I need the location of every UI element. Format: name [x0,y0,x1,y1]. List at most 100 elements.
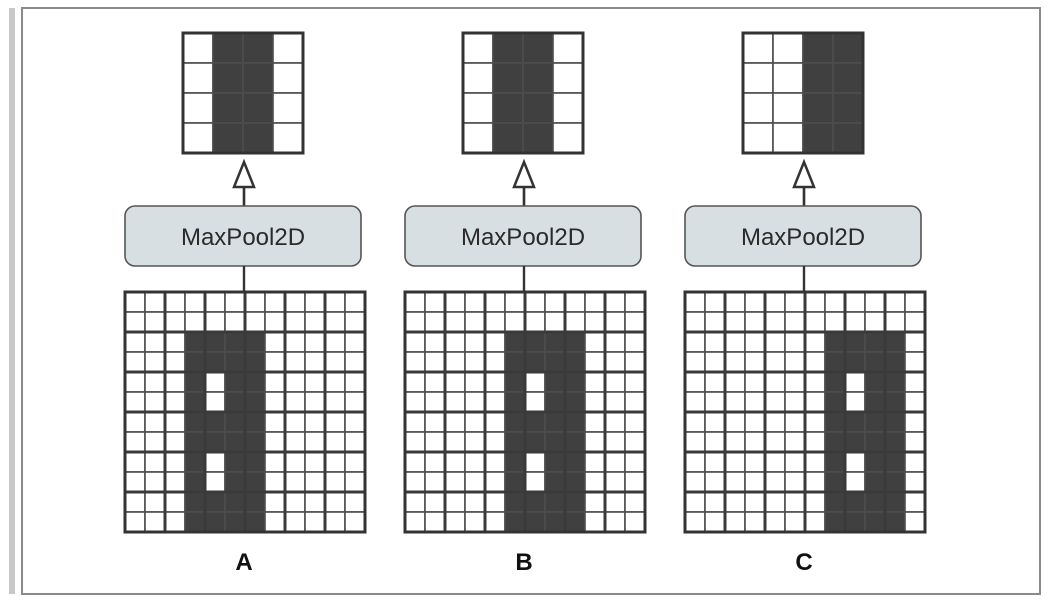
input-cell-b-r2-c0 [404,331,426,353]
input-cell-a-r11-c8 [284,511,306,533]
input-cell-a-r2-c8 [284,331,306,353]
input-cell-a-r2-c11 [344,331,366,353]
input-cell-c-r8-c6 [804,451,826,473]
output-cell-a-r2-c3 [272,92,304,124]
input-cell-a-r7-c10 [324,431,346,453]
input-cell-a-r0-c8 [284,291,306,313]
input-cell-a-r4-c4 [204,371,226,393]
input-cell-c-r10-c1 [704,491,726,513]
input-cell-a-r10-c5 [224,491,246,513]
input-cell-a-r10-c2 [164,491,186,513]
output-cell-a-r0-c1 [212,32,244,64]
input-cell-c-r3-c8 [844,351,866,373]
input-cell-b-r4-c11 [624,371,646,393]
input-grid-c [683,290,927,534]
input-cell-c-r1-c10 [884,311,906,333]
maxpool-label-b: MaxPool2D [461,224,585,251]
input-cell-a-r5-c10 [324,391,346,413]
input-cell-a-r5-c8 [284,391,306,413]
input-cell-c-r9-c10 [884,471,906,493]
input-cell-b-r2-c10 [604,331,626,353]
input-cell-a-r3-c1 [144,351,166,373]
input-cell-a-r0-c2 [164,291,186,313]
input-grid-border-c [683,290,927,534]
input-cell-a-r2-c3 [184,331,206,353]
input-cell-c-r5-c11 [904,391,926,413]
input-cell-b-r8-c0 [404,451,426,473]
input-cell-c-r0-c11 [904,291,926,313]
input-cell-b-r4-c1 [424,371,446,393]
input-cell-b-r6-c7 [544,411,566,433]
input-cell-b-r6-c2 [444,411,466,433]
input-cell-c-r0-c9 [864,291,886,313]
input-cell-a-r5-c7 [264,391,286,413]
input-cell-a-r2-c0 [124,331,146,353]
input-cell-a-r9-c3 [184,471,206,493]
input-cell-b-r4-c3 [464,371,486,393]
input-cell-b-r5-c11 [624,391,646,413]
input-cell-a-r6-c7 [264,411,286,433]
input-cell-a-r1-c0 [124,311,146,333]
input-cell-a-r1-c3 [184,311,206,333]
input-cell-c-r2-c10 [884,331,906,353]
input-cell-c-r11-c6 [804,511,826,533]
input-cell-a-r7-c4 [204,431,226,453]
input-cell-b-r9-c8 [564,471,586,493]
input-grid-border-a [123,290,367,534]
input-cell-c-r2-c5 [784,331,806,353]
input-cell-a-r4-c2 [164,371,186,393]
input-cell-b-r7-c6 [524,431,546,453]
maxpool-layer-c: MaxPool2D [684,205,922,267]
input-cell-b-r1-c2 [444,311,466,333]
input-cell-a-r9-c9 [304,471,326,493]
input-cell-c-r0-c7 [824,291,846,313]
input-cell-b-r1-c0 [404,311,426,333]
output-cell-c-r2-c3 [832,92,864,124]
input-cell-a-r4-c8 [284,371,306,393]
input-cell-c-r7-c1 [704,431,726,453]
input-cell-c-r9-c6 [804,471,826,493]
input-cell-c-r7-c2 [724,431,746,453]
input-cell-c-r0-c5 [784,291,806,313]
input-cell-a-r2-c10 [324,331,346,353]
input-cell-c-r3-c2 [724,351,746,373]
input-cell-a-r3-c7 [264,351,286,373]
input-cell-b-r8-c9 [584,451,606,473]
output-grid-b [461,31,585,155]
input-cell-b-r0-c5 [504,291,526,313]
input-cell-b-r2-c6 [524,331,546,353]
input-cell-b-r8-c8 [564,451,586,473]
input-cell-b-r1-c11 [624,311,646,333]
input-cell-a-r3-c4 [204,351,226,373]
input-cell-a-r2-c6 [244,331,266,353]
input-cell-b-r7-c5 [504,431,526,453]
input-cell-c-r1-c0 [684,311,706,333]
input-cell-c-r6-c6 [804,411,826,433]
maxpool-label-c: MaxPool2D [741,224,865,251]
input-cell-a-r5-c11 [344,391,366,413]
input-cell-a-r6-c8 [284,411,306,433]
input-cell-b-r10-c2 [444,491,466,513]
input-cell-b-r6-c1 [424,411,446,433]
input-cell-a-r3-c2 [164,351,186,373]
input-cell-c-r6-c10 [884,411,906,433]
output-cell-c-r3-c2 [802,122,834,154]
input-cell-b-r0-c9 [584,291,606,313]
input-cell-a-r9-c2 [164,471,186,493]
input-cell-b-r2-c7 [544,331,566,353]
input-cell-a-r9-c6 [244,471,266,493]
input-cell-c-r2-c8 [844,331,866,353]
input-cell-c-r6-c0 [684,411,706,433]
input-grid-a [123,290,367,534]
input-cell-a-r8-c11 [344,451,366,473]
input-cell-a-r7-c6 [244,431,266,453]
input-cell-a-r6-c6 [244,411,266,433]
input-cell-c-r1-c3 [744,311,766,333]
input-cell-a-r3-c5 [224,351,246,373]
input-cell-c-r11-c5 [784,511,806,533]
input-cell-b-r4-c9 [584,371,606,393]
input-cell-c-r11-c3 [744,511,766,533]
input-cell-c-r11-c10 [884,511,906,533]
output-cell-a-r3-c1 [212,122,244,154]
input-cell-c-r6-c2 [724,411,746,433]
